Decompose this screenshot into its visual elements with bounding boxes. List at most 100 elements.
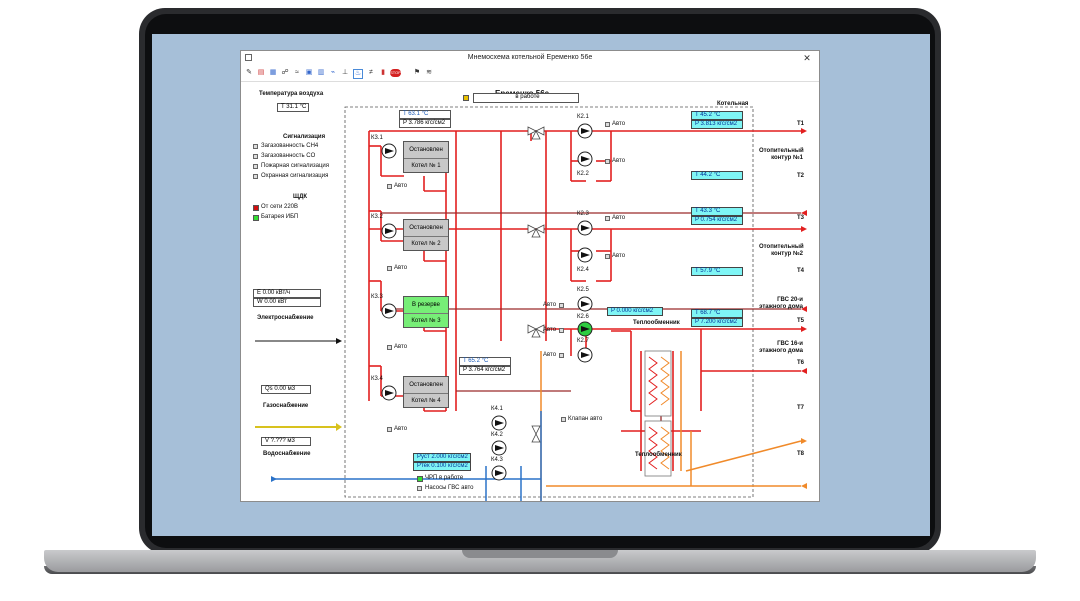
circuit2-label: Отопительный контур №2 [759,244,804,257]
hot-water-supply-temp: T 68.7 °C [691,309,743,318]
heat-exchanger-1 [644,350,672,417]
hot-water-16-label: ГВС 16-и этажного дома [759,341,803,354]
scada-window: Мнемосхема котельной Еременко 56е ✕ ✎ ▤ … [240,50,820,502]
heat-exchanger-2 [644,420,672,477]
piping-diagram [255,106,807,501]
laptop-base [44,550,1036,572]
pump-k2-3-label: К2.3 [577,211,589,217]
trend-icon[interactable]: ⌁ [330,69,336,76]
pump-k2-6-icon[interactable] [577,321,593,337]
boiler-3-name: Котел № 3 [411,318,441,324]
pump-k2-4-auto-label: Авто [612,253,626,259]
water-label: Водоснабжение [263,451,311,457]
alarm-ch4-indicator [253,144,258,149]
toolbar: ✎ ▤ ▦ ☍ ≈ ▣ ▥ ⌁ ⊥ ♨ ≠ ▮ STOP ⚑ ≋ [241,67,819,82]
alarm-security-label: Охранная сигнализация [261,173,329,179]
boiler-3-auto-label: Авто [394,344,408,350]
pump-k4-3-icon[interactable] [491,465,507,481]
pump-k3-3-icon[interactable] [381,303,397,319]
pump-k2-1-auto-checkbox[interactable] [605,122,610,127]
pump-k2-5-auto-checkbox[interactable] [559,303,564,308]
ups-indicator [253,215,259,221]
alarm-fire-indicator [253,164,258,169]
current-icon[interactable]: ≠ [369,69,373,76]
boiler-1-state: Остановлен [404,142,448,159]
hw-pumps-auto-label: Насосы ГВС авто [425,485,474,491]
ups-label: Батарея ИБП [261,214,299,220]
boiler-4-auto-checkbox[interactable] [387,427,392,432]
gas-label: Газоснабжение [263,403,309,409]
pump-k3-1-icon[interactable] [381,143,397,159]
pump-k4-2-icon[interactable] [491,440,507,456]
alarm-security-indicator [253,174,258,179]
boiler-supply-pressure: P 3.786 кгс/см2 [399,119,451,128]
pump-k2-2-icon[interactable] [577,151,593,167]
pump-k3-2-label: К3.2 [371,214,383,220]
close-button[interactable]: ✕ [803,53,811,63]
hw-pumps-auto-checkbox[interactable] [417,486,422,491]
hot-water-pressure: P 0.000 кгс/см2 [607,307,663,316]
mains-label: От сети 220В [261,204,298,210]
laptop-notch [462,550,618,558]
signal-icon[interactable]: ▮ [381,69,385,76]
boiler-1-auto-checkbox[interactable] [387,184,392,189]
pump-k2-7-icon[interactable] [577,347,593,363]
settings-icon[interactable]: ☍ [281,69,289,76]
boiler-supply-temp: T 63.1 °C [399,110,451,119]
flame-icon[interactable]: ♨ [353,69,363,79]
power-value: W 0.00 кВт [253,298,321,307]
boiler-2-auto-checkbox[interactable] [387,266,392,271]
chart-icon[interactable]: ▤ [257,69,265,76]
outlet-t5: T5 [797,318,805,324]
return-temp: T 65.2 °C [459,357,511,366]
water-value: V ?.??? м3 [261,437,311,446]
outlet-t7: T7 [797,405,805,411]
pump-k2-5-auto-label: Авто [543,302,557,308]
circuit1-supply-temp: T 45.2 °C [691,111,743,120]
boiler-3-state: В резерве [404,297,448,314]
report-icon[interactable]: ▥ [317,69,325,76]
stop-icon[interactable]: STOP [390,69,401,77]
boiler-2-auto-label: Авто [394,265,408,271]
boiler-room-label: Котельная [717,101,749,107]
outlet-t1: T1 [797,121,805,127]
pump-k4-1-icon[interactable] [491,415,507,431]
boiler-4-state: Остановлен [404,377,448,394]
outlet-t4: T4 [797,268,805,274]
pump-k3-4-icon[interactable] [381,385,397,401]
table-icon[interactable]: ▦ [269,69,277,76]
hot-water-supply-pressure: P 7.200 кгс/см2 [691,318,743,327]
pump-k2-5-icon[interactable] [577,296,593,312]
pump-k2-3-icon[interactable] [577,220,593,236]
pump-k2-4-auto-checkbox[interactable] [605,254,610,259]
pump-k2-1-icon[interactable] [577,123,593,139]
outlet-t6: T6 [797,360,805,366]
pump-k3-2-icon[interactable] [381,223,397,239]
pump-k2-3-auto-checkbox[interactable] [605,216,610,221]
pump-k2-7-label: К2.7 [577,338,589,344]
pump-k2-2-auto-checkbox[interactable] [605,159,610,164]
valve-auto-checkbox[interactable] [561,417,566,422]
circuit2-supply-pressure: P 0.754 кгс/см2 [691,216,743,225]
valve-icon[interactable]: ⊥ [341,69,349,76]
hot-water-20-label: ГВС 20-и этажного дома [759,297,803,310]
log-icon[interactable]: ▣ [305,69,313,76]
boiler-1-name: Котел № 1 [411,163,441,169]
valve-auto-label: Клапан авто [568,416,603,422]
alarm-co-indicator [253,154,258,159]
pin-icon[interactable]: ✎ [246,69,252,76]
flag-icon[interactable]: ⚑ [413,69,421,76]
pump-k2-7-auto-checkbox[interactable] [559,353,564,358]
circuit2-return-temp: T 57.9 °C [691,267,743,276]
pump-k2-4-icon[interactable] [577,247,593,263]
boiler-3-auto-checkbox[interactable] [387,345,392,350]
pump-k2-6-auto-checkbox[interactable] [559,328,564,333]
rss-icon[interactable]: ≋ [426,69,432,76]
gauge-icon[interactable]: ≈ [295,69,299,76]
pump-k2-2-auto-label: Авто [612,158,626,164]
vfd-label: ЧРП в работе [425,475,464,481]
